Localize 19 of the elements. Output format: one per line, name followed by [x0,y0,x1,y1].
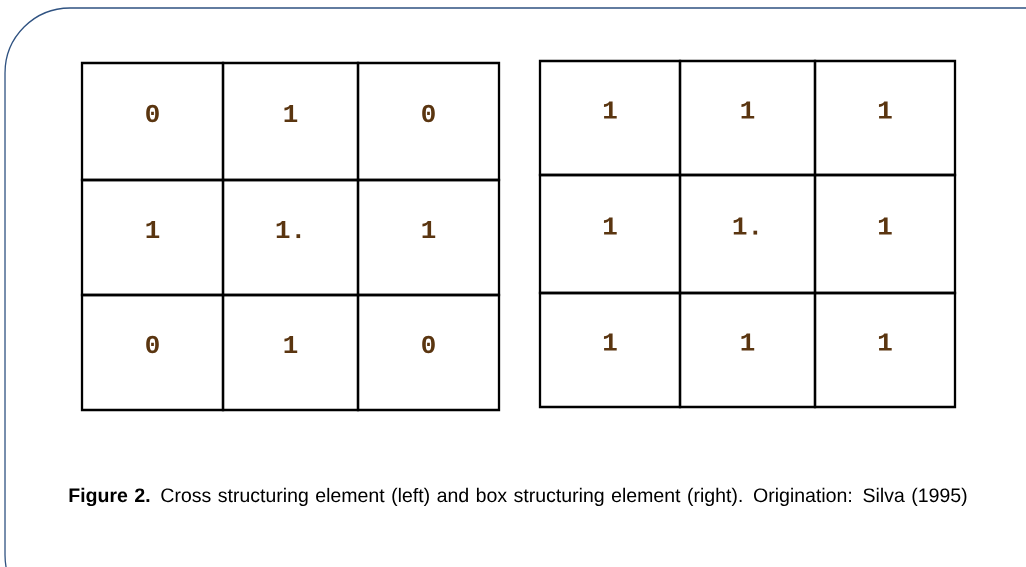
table-cell: 1 [538,59,682,177]
table-cell: 1 [813,173,957,295]
table-cell: 1 [678,59,817,177]
table-cell: 1. [678,173,817,295]
table-cell: 1 [356,178,501,297]
table-cell: 1 [221,61,360,182]
table-cell: 1 [538,291,682,409]
table-cell: 1. [221,178,360,297]
table-cell: 0 [356,61,501,182]
table-cell: 1 [813,59,957,177]
table-cell: 0 [356,293,501,412]
table-cell: 1 [80,178,225,297]
table-cell: 1 [813,291,957,409]
table-cell: 0 [80,61,225,182]
table-cell: 1 [221,293,360,412]
figure-caption: Figure 2. Cross structuring element (left) and box structuring element (right). Origination: Silva (1995) [69,487,967,507]
table-cell: 1 [538,173,682,295]
table-cell: 1 [678,291,817,409]
table-cell: 0 [80,293,225,412]
